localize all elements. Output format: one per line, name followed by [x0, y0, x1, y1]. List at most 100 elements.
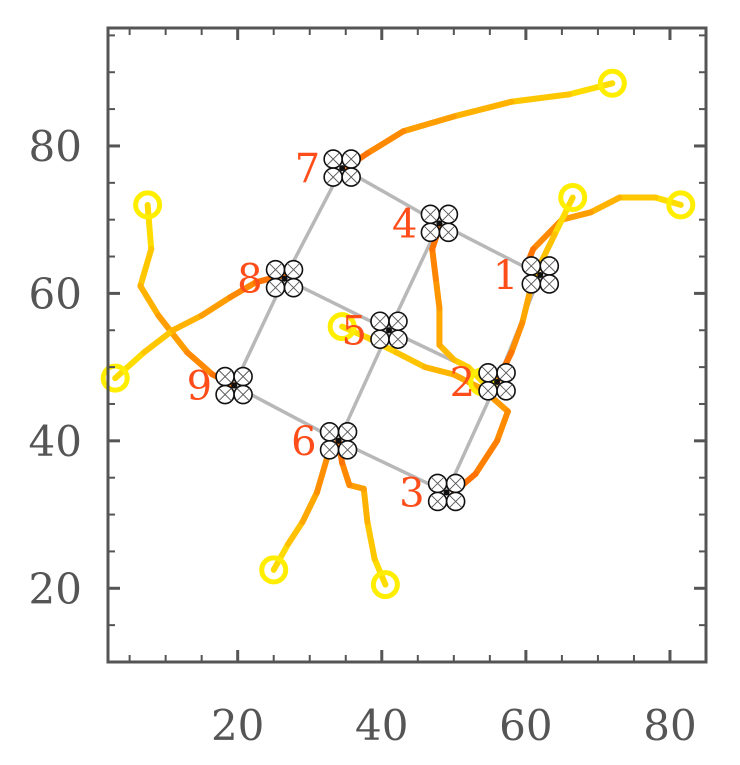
rotor-blade	[499, 366, 513, 380]
rotor-blade	[218, 369, 232, 384]
rotor-blade	[286, 281, 301, 295]
trajectory-segment	[508, 319, 526, 356]
rotor-blade	[340, 425, 355, 439]
trajectory-segment	[364, 518, 378, 562]
x-tick-label: 20	[211, 701, 264, 750]
rotor-blade	[344, 170, 358, 184]
trajectory-segment	[198, 294, 234, 319]
rotor-blade	[236, 387, 250, 402]
start-marker-drone-7	[259, 555, 289, 585]
quadcopter-icon	[319, 422, 358, 460]
rotor-blade	[441, 207, 456, 221]
quadcopter-icon	[215, 366, 253, 405]
rotor-blade	[236, 369, 250, 384]
trajectory-segment	[270, 541, 292, 573]
trajectory-segment	[227, 279, 259, 301]
start-marker-drone-4	[597, 68, 627, 98]
x-tick-label: 40	[355, 701, 408, 750]
trajectory-segment	[558, 209, 594, 223]
drone-6: 6	[291, 419, 358, 465]
quadcopter-icon	[521, 256, 560, 294]
rotor-blade	[340, 443, 355, 457]
quadcopter-icon	[265, 259, 304, 298]
trajectory-segment	[472, 437, 501, 478]
trajectory-drone-9	[112, 271, 288, 382]
drone-label-4: 4	[392, 201, 417, 247]
trajectory-segment	[551, 194, 576, 238]
rotor-blade	[481, 384, 495, 398]
drone-hub	[335, 437, 342, 444]
quadcopter-icon	[478, 363, 516, 401]
rotor-blade	[499, 384, 513, 398]
drone-label-3: 3	[399, 470, 424, 516]
trajectory-segment	[436, 342, 457, 363]
drone-hub	[339, 165, 346, 172]
rotor-blade	[391, 332, 405, 346]
axes-frame	[106, 26, 708, 664]
drone-hub	[385, 327, 392, 334]
rotor-blade	[423, 225, 438, 239]
quadcopter-icon	[427, 473, 466, 512]
drone-hub	[436, 220, 443, 227]
rotor-blade	[344, 152, 358, 166]
trajectory-segment	[450, 98, 515, 120]
drone-hub	[537, 271, 544, 278]
x-tick-label: 80	[643, 701, 696, 750]
drone-2: 2	[450, 360, 516, 406]
trajectory-segment	[508, 91, 573, 105]
trajectory-drone-4	[342, 80, 616, 172]
rotor-blade	[431, 494, 445, 509]
drone-4: 4	[392, 201, 459, 247]
rotor-blade	[542, 277, 556, 291]
drone-hub	[494, 378, 501, 385]
start-marker-drone-1	[666, 190, 696, 220]
trajectory-segment	[360, 485, 371, 525]
rotor-blade	[326, 170, 340, 184]
quadcopter-icon	[420, 204, 459, 243]
drone-label-9: 9	[187, 364, 212, 410]
trajectory-segment	[169, 312, 205, 334]
trajectory-segment	[285, 518, 306, 548]
rotor-blade	[481, 366, 495, 380]
rotor-blade	[449, 494, 463, 509]
trajectory-segment	[429, 246, 439, 282]
start-marker-drone-5	[327, 312, 357, 342]
quadcopter-icon	[370, 311, 408, 350]
drone-label-2: 2	[450, 360, 475, 406]
drone-1: 1	[493, 253, 560, 299]
drone-label-8: 8	[237, 257, 262, 303]
drone-label-7: 7	[295, 146, 320, 192]
drone-7: 7	[295, 146, 361, 192]
y-tick-label: 80	[29, 122, 82, 171]
rotor-blade	[431, 476, 445, 491]
drone-8: 8	[237, 257, 304, 303]
trajectory-segment	[494, 408, 511, 444]
trajectory-segment	[566, 80, 616, 98]
trajectory-segment	[184, 349, 216, 378]
trajectory-segment	[400, 113, 457, 135]
trajectory-segment	[141, 327, 176, 356]
rotor-blade	[524, 277, 538, 291]
rotor-blade	[218, 387, 232, 402]
rotor-blade	[268, 281, 283, 295]
drone-label-1: 1	[493, 253, 518, 299]
drone-label-6: 6	[291, 419, 316, 465]
rotor-blade	[322, 425, 337, 439]
trajectory-segment	[364, 128, 407, 157]
plot-area	[108, 28, 706, 662]
rotor-blade	[268, 263, 283, 277]
rotor-blade	[524, 259, 538, 273]
rotor-blade	[322, 443, 337, 457]
x-tick-label: 60	[499, 701, 552, 750]
trajectory-segment	[432, 275, 443, 312]
rotor-blade	[373, 314, 387, 328]
quadcopter-icon	[323, 149, 361, 187]
start-marker-drone-9	[100, 363, 130, 393]
rotor-blade	[373, 332, 387, 346]
trajectory-segment	[137, 246, 155, 290]
drone-9: 9	[187, 364, 253, 410]
trajectory-segment	[313, 452, 331, 496]
rotor-blade	[449, 476, 463, 491]
start-marker-drone-8	[133, 190, 163, 220]
